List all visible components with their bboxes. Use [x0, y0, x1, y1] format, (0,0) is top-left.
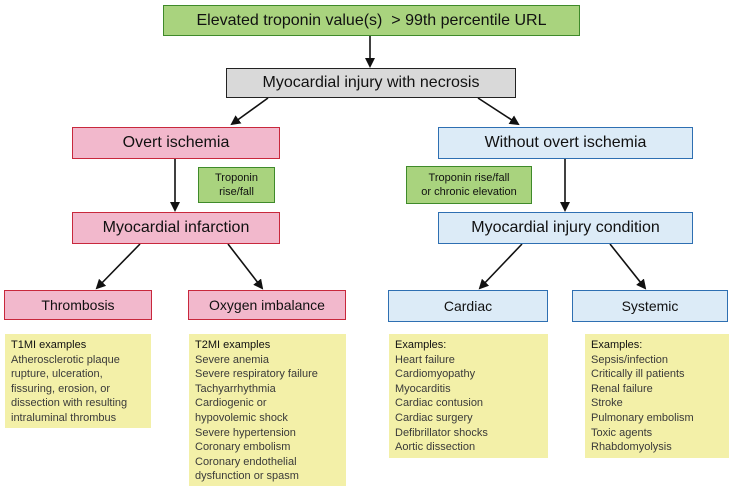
systemic-example-item: Stroke [591, 397, 623, 410]
myocardial-injury-label: Myocardial injury with necrosis [262, 74, 480, 91]
myocardial-injury-condition-label: Myocardial injury condition [471, 219, 660, 236]
myocardial-injury-condition-box: Myocardial injury condition [438, 212, 693, 244]
t1mi-title: T1MI examples [11, 339, 87, 351]
cardiac-label: Cardiac [443, 298, 493, 314]
systemic-box: Systemic [572, 290, 728, 322]
t1mi-line: fissuring, erosion, or [11, 382, 111, 395]
systemic-example-item: Pulmonary embolism [591, 411, 694, 424]
cardiac-example-item: Defibrillator shocks [395, 426, 488, 439]
t2mi-line: Tachyarrhythmia [195, 382, 276, 395]
troponin-chronic-tag: Troponin rise/fall or chronic elevation [406, 166, 532, 204]
without-overt-ischemia-box: Without overt ischemia [438, 127, 693, 159]
cardiac-box: Cardiac [388, 290, 548, 322]
thrombosis-label: Thrombosis [41, 297, 115, 313]
t1mi-examples-note: T1MI examples Atherosclerotic plaque rup… [5, 334, 151, 428]
troponin-rise-fall-tag: Troponin rise/fall [198, 167, 275, 203]
tag-right-line-1: Troponin rise/fall [428, 172, 510, 184]
oxygen-imbalance-box: Oxygen imbalance [188, 290, 346, 320]
t2mi-examples-note: T2MI examples Severe anemia Severe respi… [189, 334, 346, 486]
elevated-troponin-box: Elevated troponin value(s) > 99th percen… [163, 5, 580, 36]
cardiac-examples-title: Examples: [395, 339, 447, 351]
without-overt-ischemia-label: Without overt ischemia [484, 134, 647, 151]
thrombosis-box: Thrombosis [4, 290, 152, 320]
systemic-example-item: Toxic agents [591, 426, 653, 439]
systemic-example-item: Rhabdomyolysis [591, 441, 672, 454]
cardiac-example-item: Cardiomyopathy [395, 368, 476, 381]
cardiac-example-item: Heart failure [395, 353, 455, 366]
arrow-mi-to-thrombosis [95, 243, 141, 290]
systemic-examples-title: Examples: [591, 339, 643, 351]
cardiac-example-item: Cardiac contusion [395, 397, 484, 410]
systemic-examples-note: Examples: Sepsis/infection Critically il… [585, 334, 729, 458]
t1mi-line: rupture, ulceration, [11, 368, 103, 381]
arrow-injury-to-overt [230, 97, 269, 126]
cardiac-example-item: Aortic dissection [395, 441, 476, 454]
systemic-label: Systemic [621, 298, 679, 314]
tag-left-line-1: Troponin [214, 172, 258, 184]
overt-ischemia-box: Overt ischemia [72, 127, 280, 159]
t1mi-line: intraluminal thrombus [11, 411, 117, 424]
systemic-example-item: Sepsis/infection [591, 353, 669, 366]
t1mi-line: dissection with resulting [11, 397, 128, 410]
t2mi-line: dysfunction or spasm [195, 470, 299, 483]
cardiac-examples-note: Examples: Heart failure Cardiomyopathy M… [389, 334, 548, 458]
arrow-mic-to-cardiac [478, 243, 523, 290]
arrow-mic-to-systemic [609, 243, 647, 290]
t2mi-line: Coronary endothelial [195, 455, 297, 468]
elevated-troponin-label: Elevated troponin value(s) > 99th percen… [196, 11, 547, 29]
myocardial-infarction-box: Myocardial infarction [72, 212, 280, 244]
arrow-mi-to-oxygen [227, 243, 264, 290]
t2mi-line: Severe respiratory failure [195, 368, 318, 381]
t1mi-line: Atherosclerotic plaque [11, 353, 120, 366]
systemic-example-item: Renal failure [591, 382, 653, 395]
tag-left-line-2: rise/fall [219, 186, 254, 198]
overt-ischemia-label: Overt ischemia [122, 134, 230, 151]
t2mi-line: hypovolemic shock [195, 411, 288, 424]
tag-right-line-2: or chronic elevation [421, 186, 517, 198]
cardiac-example-item: Cardiac surgery [395, 411, 473, 424]
t2mi-title: T2MI examples [195, 339, 271, 351]
t2mi-line: Coronary embolism [195, 441, 291, 454]
t2mi-line: Severe hypertension [195, 426, 296, 439]
t2mi-line: Severe anemia [195, 353, 269, 366]
cardiac-example-item: Myocarditis [395, 382, 451, 395]
arrow-injury-to-without [477, 97, 520, 126]
systemic-example-item: Critically ill patients [591, 368, 685, 381]
oxygen-imbalance-label: Oxygen imbalance [209, 297, 325, 313]
t2mi-line: Cardiogenic or [195, 397, 267, 410]
myocardial-infarction-label: Myocardial infarction [102, 219, 250, 236]
myocardial-injury-box: Myocardial injury with necrosis [226, 68, 516, 98]
